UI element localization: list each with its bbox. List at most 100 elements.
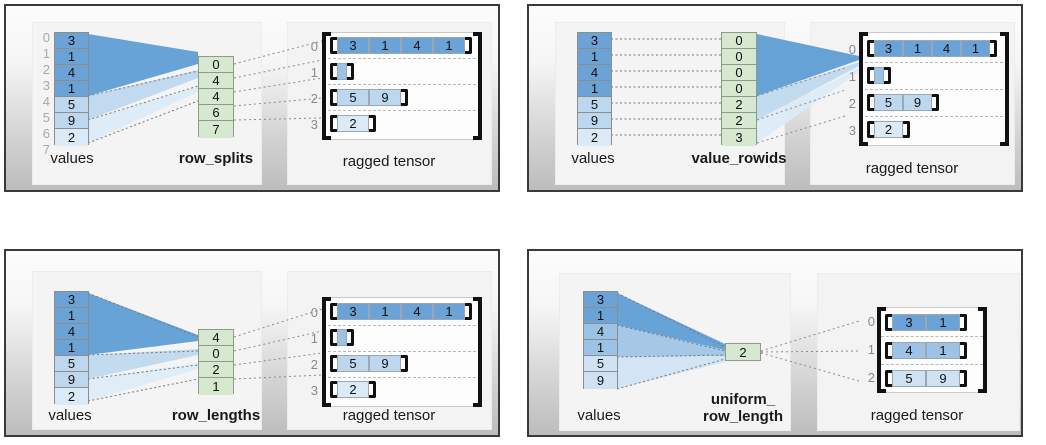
- values-column: 3 1 4 1 5 9 2: [577, 32, 612, 146]
- tensor-row-index: 3: [848, 123, 856, 138]
- row-bracket-left: [330, 63, 337, 80]
- row-bracket-right: [465, 37, 472, 54]
- encoding-cell: 3: [722, 129, 756, 146]
- tensor-cell: 2: [874, 121, 903, 138]
- value-cell: 2: [55, 129, 88, 146]
- tick: 4: [42, 94, 50, 109]
- outer-bracket-left: [322, 297, 331, 407]
- encoding-label: uniform_ row_length: [702, 391, 783, 425]
- tensor-cell: 5: [892, 370, 926, 387]
- row-bracket-left: [867, 67, 874, 84]
- values-label: values: [48, 407, 92, 424]
- tensor-row-index: 1: [867, 342, 875, 357]
- value-cell: 1: [578, 81, 611, 97]
- tick: 0: [42, 30, 50, 45]
- encoding-cell: 0: [722, 81, 756, 97]
- encoding-column: 0 4 4 6 7: [198, 56, 234, 138]
- tensor-cell: 1: [369, 303, 401, 320]
- row-bracket-right: [369, 115, 376, 132]
- value-cell: 9: [578, 113, 611, 129]
- row-separator: [328, 377, 476, 378]
- encoding-cell: 1: [199, 378, 233, 395]
- encoding-cell: 4: [199, 73, 233, 89]
- tensor-cell: 1: [926, 314, 960, 331]
- row-bracket-left: [867, 121, 874, 138]
- outer-bracket-left: [859, 32, 868, 146]
- encoding-cell: 2: [726, 344, 760, 360]
- tensor-row-index: 1: [310, 331, 318, 346]
- row-bracket-left: [867, 40, 874, 57]
- encoding-label: row_lengths: [171, 407, 261, 424]
- row-separator: [865, 89, 1003, 90]
- tensor-cell: 4: [932, 40, 961, 57]
- row-bracket-left: [885, 342, 892, 359]
- row-bracket-left: [867, 94, 874, 111]
- tensor-row-index: 1: [848, 69, 856, 84]
- values-label: values: [577, 407, 621, 424]
- row-bracket-left: [885, 370, 892, 387]
- encoding-column: 2: [725, 343, 761, 361]
- encoding-column: 0 0 0 0 2 2 3: [721, 32, 757, 146]
- ragged-tensor: 3 1 4 1 5 9 2: [859, 32, 1009, 146]
- value-cell: 1: [55, 81, 88, 97]
- row-bracket-right: [903, 121, 910, 138]
- ragged-tensor: 3 1 4 1 5 9 2: [322, 32, 482, 140]
- tensor-row-index: 0: [848, 42, 856, 57]
- encoding-cell: 4: [199, 89, 233, 105]
- row-bracket-left: [330, 303, 337, 320]
- row-separator: [328, 110, 476, 111]
- tick: 1: [42, 46, 50, 61]
- tensor-label: ragged tensor: [342, 153, 436, 170]
- row-separator: [328, 84, 476, 85]
- row-bracket-left: [330, 381, 337, 398]
- panel-row-lengths: 3 1 4 1 5 9 2 4 0 2 1 values row_lengths…: [4, 249, 500, 437]
- row-bracket-right: [401, 355, 408, 372]
- tensor-cell-empty: [337, 63, 347, 80]
- values-column: 3 1 4 1 5 9 2: [54, 291, 89, 405]
- value-cell: 3: [55, 292, 88, 308]
- row-bracket-right: [932, 94, 939, 111]
- row-separator: [328, 325, 476, 326]
- value-cell: 3: [55, 33, 88, 49]
- tensor-row-index: 3: [310, 117, 318, 132]
- tensor-row-index: 2: [867, 370, 875, 385]
- row-separator: [328, 58, 476, 59]
- row-bracket-right: [960, 370, 967, 387]
- tensor-cell: 3: [874, 40, 903, 57]
- row-bracket-left: [330, 89, 337, 106]
- outer-bracket-left: [877, 307, 886, 393]
- tensor-row-index: 0: [310, 305, 318, 320]
- value-cell: 4: [584, 324, 617, 340]
- value-cell: 9: [584, 372, 617, 389]
- tensor-cell: 1: [926, 342, 960, 359]
- tensor-label: ragged tensor: [865, 160, 959, 177]
- row-bracket-right: [960, 342, 967, 359]
- panel-value-rowids: 3 1 4 1 5 9 2 0 0 0 0 2 2 3 values value…: [527, 4, 1023, 192]
- tensor-label: ragged tensor: [342, 407, 436, 424]
- tick: 7: [42, 142, 50, 157]
- encoding-cell: 2: [199, 362, 233, 378]
- row-bracket-left: [330, 37, 337, 54]
- value-cell: 1: [584, 308, 617, 324]
- encoding-column: 4 0 2 1: [198, 329, 234, 395]
- tensor-cell: 9: [926, 370, 960, 387]
- tensor-cell: 5: [874, 94, 903, 111]
- value-cell: 1: [55, 308, 88, 324]
- value-cell: 1: [55, 340, 88, 356]
- panel-row-splits: 0 1 2 3 4 5 6 7 3 1 4 1 5 9 2 0 4 4 6 7 …: [4, 4, 500, 192]
- encoding-cell: 0: [722, 65, 756, 81]
- value-index-ticks: 0 1 2 3 4 5 6 7: [36, 22, 52, 168]
- value-cell: 1: [578, 49, 611, 65]
- row-bracket-right: [960, 314, 967, 331]
- value-cell: 3: [578, 33, 611, 49]
- encoding-cell: 0: [199, 57, 233, 73]
- tensor-cell: 2: [337, 115, 369, 132]
- tick: 3: [42, 78, 50, 93]
- row-bracket-right: [465, 303, 472, 320]
- tick: 2: [42, 62, 50, 77]
- tensor-cell: 3: [337, 303, 369, 320]
- encoding-cell: 0: [722, 49, 756, 65]
- value-cell: 9: [55, 113, 88, 129]
- value-cell: 5: [584, 356, 617, 372]
